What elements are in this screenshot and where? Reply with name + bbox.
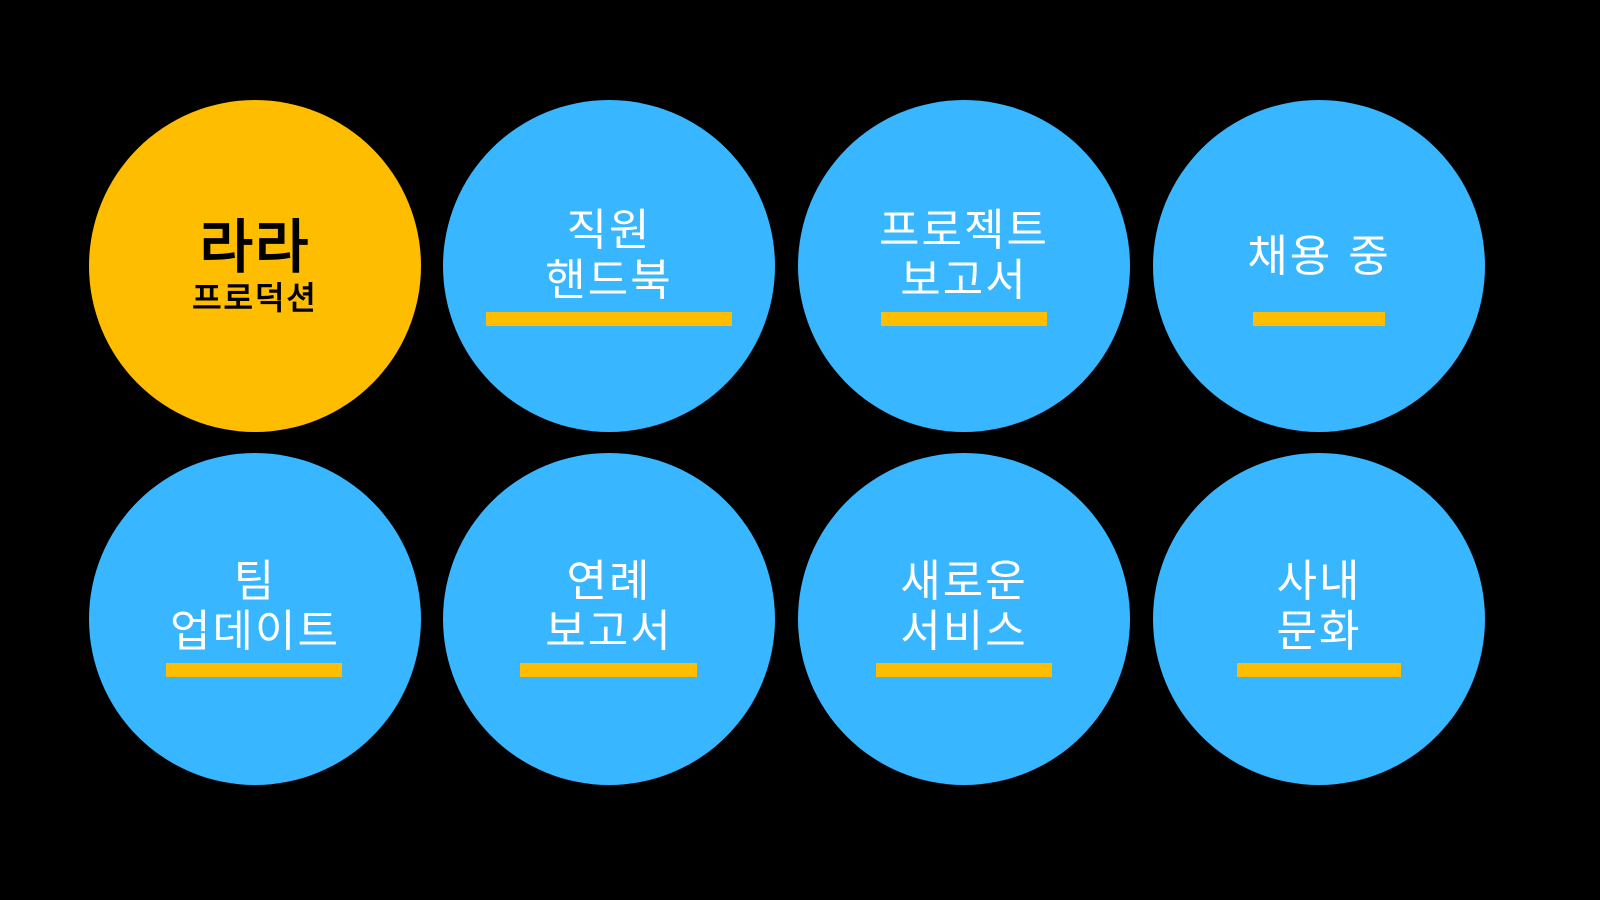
brand-logo-circle: 라라 프로덕션 <box>89 100 421 432</box>
tile-underline <box>486 312 732 326</box>
tile-new-service[interactable]: 새로운 서비스 <box>798 453 1130 785</box>
tile-label-line2: 문화 <box>1276 606 1362 657</box>
tile-label-line1: 채용 중 <box>1247 231 1391 282</box>
tile-label-line1: 사내 <box>1276 556 1362 607</box>
tile-label-line1: 팀 <box>233 556 277 607</box>
tile-label-line1: 프로젝트 <box>879 205 1049 256</box>
tile-company-culture[interactable]: 사내 문화 <box>1153 453 1485 785</box>
tile-employee-handbook[interactable]: 직원 핸드북 <box>443 100 775 432</box>
tile-underline <box>1237 663 1401 677</box>
tile-label: 사내 문화 <box>1153 557 1485 657</box>
tile-team-update[interactable]: 팀 업데이트 <box>89 453 421 785</box>
tile-label-line2: 보고서 <box>545 606 673 657</box>
tile-underline <box>881 312 1047 326</box>
tile-label-line2: 보고서 <box>900 255 1028 306</box>
tile-label-line2: 핸드북 <box>545 255 673 306</box>
tile-hiring[interactable]: 채용 중 <box>1153 100 1485 432</box>
tile-label: 직원 핸드북 <box>443 206 775 306</box>
tile-label: 프로젝트 보고서 <box>798 206 1130 306</box>
tile-underline <box>876 663 1052 677</box>
tile-label-line1: 새로운 <box>900 556 1028 607</box>
tile-label: 채용 중 <box>1153 232 1485 282</box>
tile-label: 팀 업데이트 <box>89 557 421 657</box>
tile-underline <box>166 663 342 677</box>
tile-label-line2: 업데이트 <box>170 606 340 657</box>
tile-label: 연례 보고서 <box>443 557 775 657</box>
tile-label-line1: 직원 <box>566 205 652 256</box>
tile-label-line1: 연례 <box>566 556 652 607</box>
tile-label: 새로운 서비스 <box>798 557 1130 657</box>
brand-name: 라라 <box>199 213 311 281</box>
tile-label-line2: 서비스 <box>900 606 1028 657</box>
tile-project-report[interactable]: 프로젝트 보고서 <box>798 100 1130 432</box>
tile-underline <box>1253 312 1385 326</box>
tile-annual-report[interactable]: 연례 보고서 <box>443 453 775 785</box>
brand-subtitle: 프로덕션 <box>192 279 318 317</box>
tile-underline <box>520 663 697 677</box>
